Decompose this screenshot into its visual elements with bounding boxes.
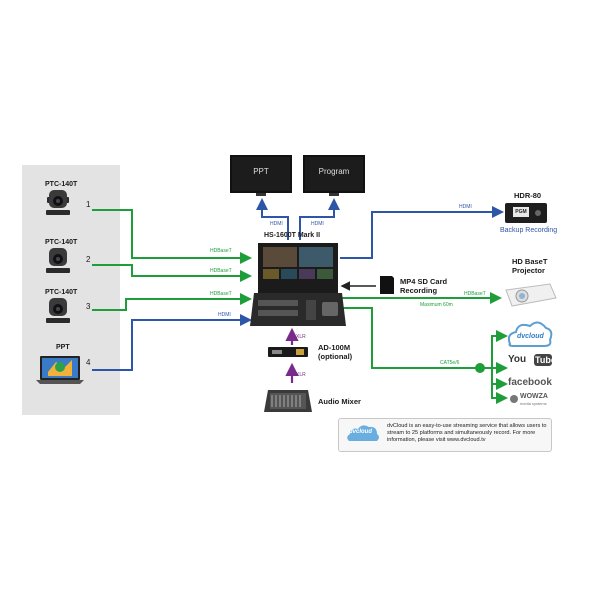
dvcloud-info-text: dvCloud is an easy-to-use streaming serv… <box>387 423 547 443</box>
link-label-xlr-1: XLR <box>296 334 306 340</box>
monitor-icon <box>230 155 292 196</box>
link-stream <box>340 307 476 369</box>
wowza-logo-text: WOWZA <box>520 393 548 400</box>
sd-card-label-line1: MP4 SD Card <box>400 277 448 286</box>
switcher-label: HS-1600T Mark II <box>264 232 321 239</box>
projector-icon <box>505 283 557 307</box>
wowza-icon <box>510 395 518 403</box>
mixer-label: Audio Mixer <box>318 397 361 406</box>
link-label-hdmi-ppt: HDMI <box>270 221 283 227</box>
camera-3-label: PTC-140T <box>45 289 78 296</box>
youtube-logo-you: You <box>508 354 527 365</box>
recorder-screen-text: PGM <box>515 209 527 215</box>
camera-1-number: 1 <box>86 200 91 209</box>
recorder-icon <box>505 203 547 223</box>
wowza-logo-subtext: media systems <box>520 401 547 406</box>
monitor-ppt-text: PPT <box>253 167 269 176</box>
link-label-hdbaset-2: HDBaseT <box>210 268 232 274</box>
link-label-max-range: Maximum 60m <box>420 302 453 308</box>
link-camera-2 <box>92 264 252 282</box>
link-label-hdmi-4: HDMI <box>218 312 231 318</box>
projector-label-line2: Projector <box>512 266 545 275</box>
switcher-icon <box>250 243 346 326</box>
link-monitor-ppt <box>256 198 289 240</box>
converter-label-line1: AD-100M <box>318 343 351 352</box>
recorder-subtitle: Backup Recording <box>500 227 558 234</box>
camera-icon <box>46 298 70 323</box>
mixer-icon <box>264 390 312 412</box>
link-label-hdmi-program: HDMI <box>311 221 324 227</box>
sd-card-icon <box>380 276 394 294</box>
link-label-cat5e: CAT5e/6 <box>440 360 460 366</box>
laptop-number: 4 <box>86 358 91 367</box>
dvcloud-icon <box>507 321 553 347</box>
youtube-icon <box>534 354 552 366</box>
link-recorder <box>340 206 504 259</box>
camera-icon <box>46 190 70 215</box>
camera-1-label: PTC-140T <box>45 181 78 188</box>
projector-label-line1: HD BaseT <box>512 257 548 266</box>
dvcloud-badge-icon <box>347 425 379 441</box>
link-monitor-program <box>299 198 340 240</box>
link-label-hdbaset-3: HDBaseT <box>210 291 232 297</box>
laptop-label: PPT <box>56 344 70 351</box>
monitor-icon <box>303 155 365 196</box>
camera-3-number: 3 <box>86 302 91 311</box>
laptop-icon <box>36 356 84 384</box>
link-laptop <box>92 314 252 371</box>
youtube-logo-tube: Tube <box>535 355 556 365</box>
sd-card-label-line2: Recording <box>400 286 438 295</box>
facebook-logo-text: facebook <box>508 377 552 388</box>
camera-2-label: PTC-140T <box>45 239 78 246</box>
dvcloud-badge-text: dvcloud <box>349 429 373 435</box>
camera-2-number: 2 <box>86 255 91 264</box>
link-camera-1 <box>92 209 252 264</box>
dvcloud-logo-text: dvcloud <box>517 333 544 340</box>
recorder-title: HDR-80 <box>514 191 542 200</box>
link-label-projector: HDBaseT <box>464 291 486 297</box>
link-label-hdmi-recorder: HDMI <box>459 204 472 210</box>
converter-icon <box>268 347 308 357</box>
link-camera-3 <box>92 293 252 311</box>
dvcloud-info-box: dvcloud dvCloud is an easy-to-use stream… <box>338 418 552 452</box>
monitor-program-text: Program <box>318 167 350 176</box>
link-label-hdbaset-1: HDBaseT <box>210 248 232 254</box>
converter-label-line2: (optional) <box>318 352 353 361</box>
camera-icon <box>46 248 70 273</box>
link-label-xlr-2: XLR <box>296 372 306 378</box>
